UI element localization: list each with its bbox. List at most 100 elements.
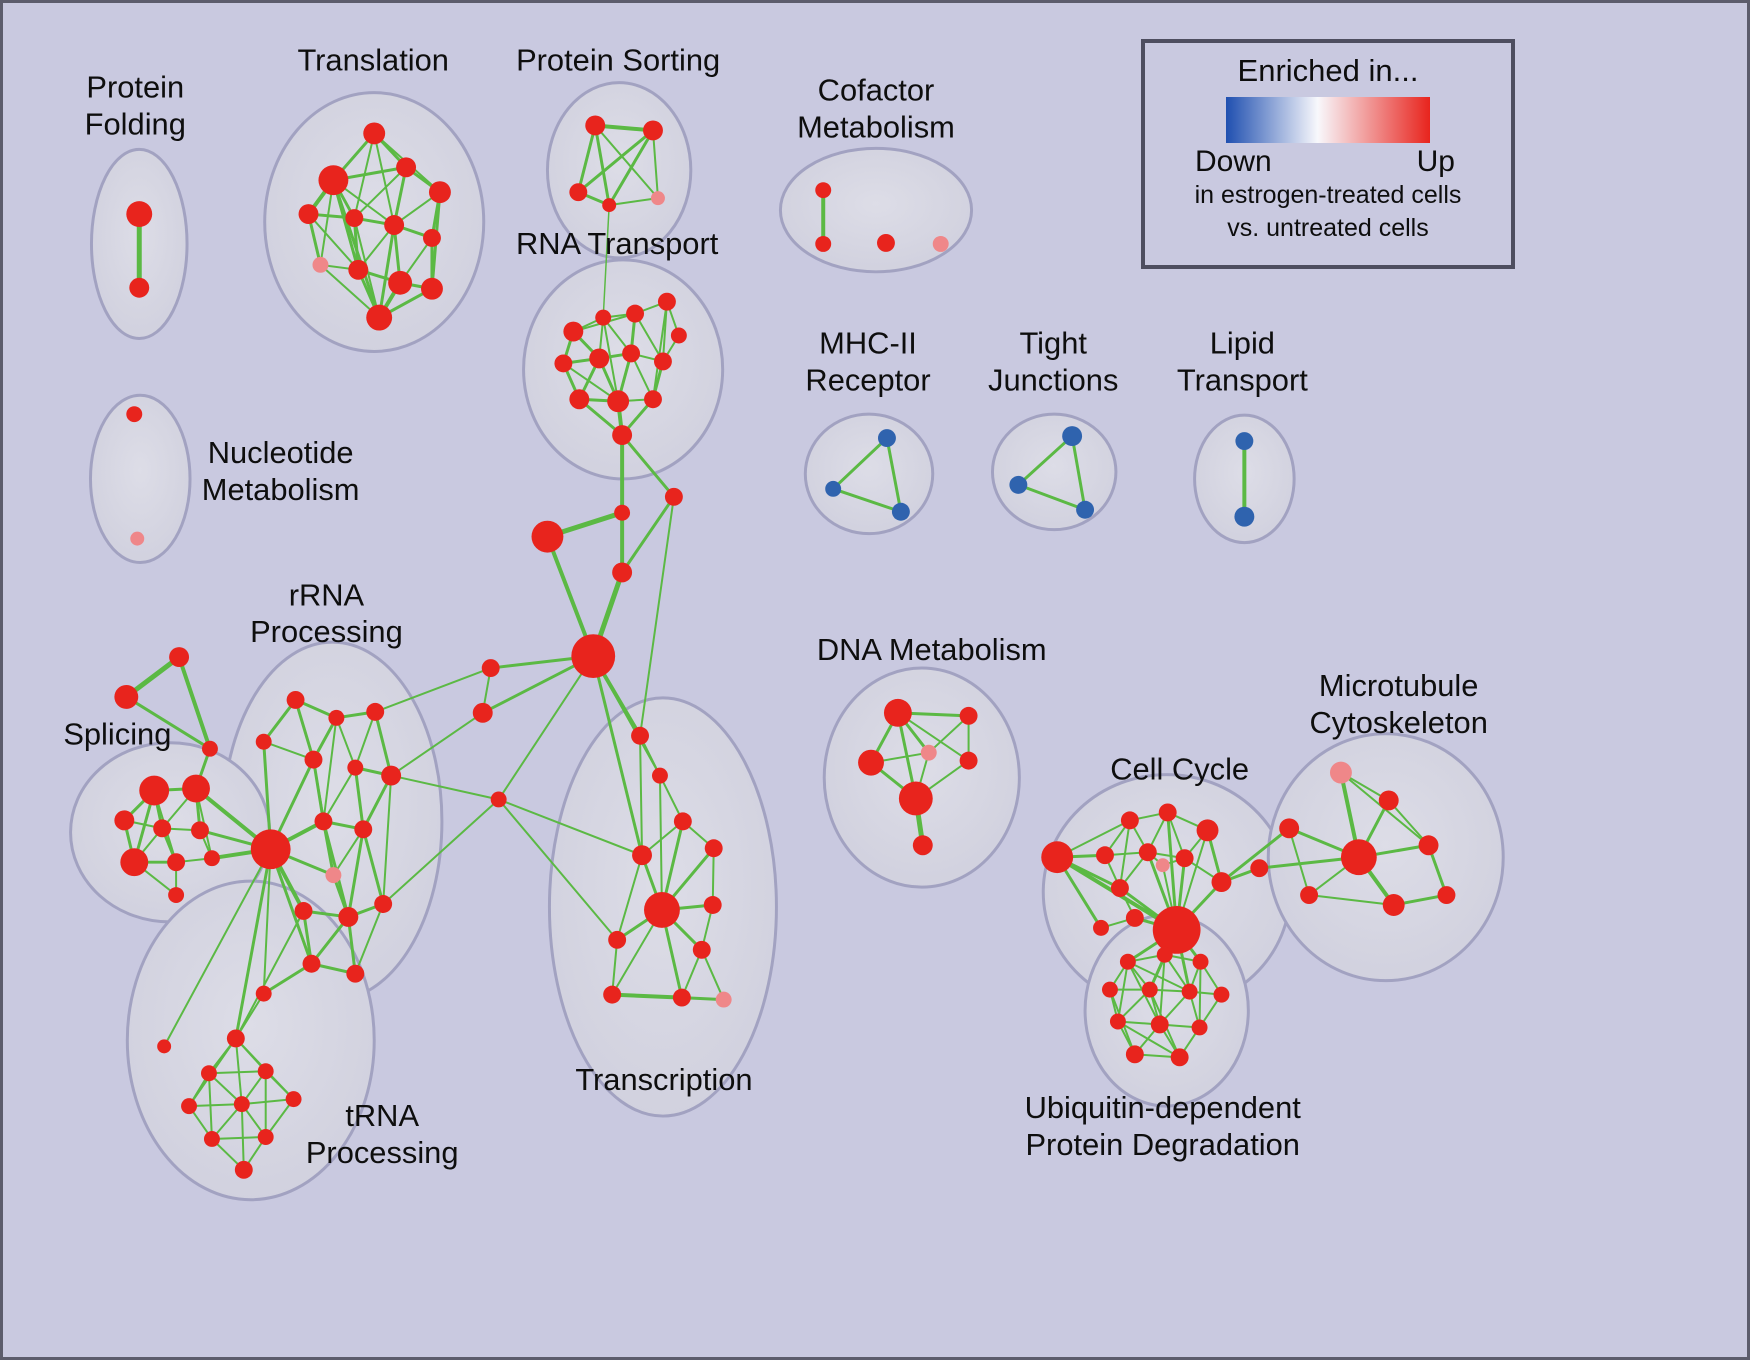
- node-sp9[interactable]: [168, 887, 185, 904]
- node-ps1[interactable]: [585, 115, 606, 136]
- node-tp5[interactable]: [233, 1096, 250, 1113]
- node-tx7[interactable]: [703, 896, 722, 914]
- node-rr10[interactable]: [354, 820, 373, 839]
- node-cc9[interactable]: [1110, 879, 1129, 898]
- node-dm4[interactable]: [920, 744, 937, 761]
- node-cf1[interactable]: [815, 182, 832, 199]
- node-ta3[interactable]: [201, 740, 218, 757]
- node-tp8[interactable]: [257, 1129, 274, 1145]
- node-sp7[interactable]: [167, 853, 186, 872]
- node-tj2[interactable]: [1009, 475, 1028, 494]
- node-tr6[interactable]: [345, 209, 364, 228]
- node-tx1[interactable]: [631, 726, 650, 745]
- node-cc1[interactable]: [1041, 841, 1074, 874]
- node-nm1[interactable]: [126, 406, 143, 423]
- node-tx8[interactable]: [608, 930, 627, 949]
- node-mt1[interactable]: [1329, 761, 1352, 784]
- node-cc10[interactable]: [1211, 872, 1232, 893]
- node-ub2[interactable]: [1156, 946, 1173, 963]
- node-cc12[interactable]: [1152, 905, 1201, 954]
- node-mt2[interactable]: [1378, 790, 1399, 811]
- node-tr10[interactable]: [348, 259, 369, 280]
- node-cf2[interactable]: [815, 235, 832, 252]
- node-rr11[interactable]: [325, 867, 342, 884]
- node-rr12[interactable]: [294, 902, 313, 920]
- node-tj1[interactable]: [1062, 426, 1083, 447]
- node-m3[interactable]: [531, 520, 564, 553]
- node-lp1[interactable]: [1235, 432, 1254, 451]
- node-cc4[interactable]: [1196, 819, 1219, 842]
- node-rt5[interactable]: [670, 327, 687, 344]
- node-rr2[interactable]: [328, 709, 345, 726]
- node-dm7[interactable]: [912, 835, 933, 856]
- node-tr11[interactable]: [388, 270, 413, 295]
- node-tx9[interactable]: [692, 940, 711, 959]
- node-tp9[interactable]: [234, 1160, 253, 1179]
- node-rr1[interactable]: [286, 690, 305, 709]
- node-cc13[interactable]: [1125, 908, 1144, 927]
- node-m2[interactable]: [614, 504, 631, 521]
- node-m7[interactable]: [490, 791, 507, 808]
- node-rr13[interactable]: [338, 906, 359, 927]
- node-ub10[interactable]: [1191, 1019, 1208, 1036]
- node-dm5[interactable]: [959, 751, 978, 770]
- node-tr5[interactable]: [298, 204, 319, 225]
- node-rt13[interactable]: [612, 425, 633, 446]
- node-tr9[interactable]: [312, 256, 329, 273]
- node-mt6[interactable]: [1300, 886, 1319, 905]
- node-dm6[interactable]: [898, 781, 933, 816]
- node-rr8[interactable]: [250, 829, 291, 870]
- node-tx3[interactable]: [673, 812, 692, 831]
- node-ps5[interactable]: [650, 191, 665, 206]
- node-tx12[interactable]: [715, 991, 732, 1008]
- node-ub3[interactable]: [1192, 953, 1209, 970]
- node-cc3[interactable]: [1158, 803, 1177, 822]
- node-ub7[interactable]: [1213, 986, 1230, 1003]
- node-tp4[interactable]: [181, 1098, 198, 1115]
- node-sp2[interactable]: [182, 774, 210, 803]
- node-tr4[interactable]: [428, 181, 451, 204]
- node-mt5[interactable]: [1418, 835, 1439, 856]
- node-rr3[interactable]: [366, 702, 385, 721]
- node-tx5[interactable]: [704, 839, 723, 858]
- node-cc14[interactable]: [1093, 919, 1109, 936]
- node-tp6[interactable]: [285, 1091, 302, 1108]
- node-tx6[interactable]: [644, 892, 680, 928]
- node-tp2[interactable]: [200, 1065, 217, 1082]
- node-rr17[interactable]: [255, 985, 272, 1002]
- node-nm2[interactable]: [130, 531, 145, 546]
- node-cc11[interactable]: [1250, 859, 1269, 878]
- node-dm3[interactable]: [858, 749, 884, 776]
- node-rt8[interactable]: [622, 344, 641, 363]
- node-tx11[interactable]: [672, 988, 691, 1007]
- node-ub5[interactable]: [1141, 981, 1158, 998]
- node-tr12[interactable]: [421, 277, 443, 300]
- node-ta1[interactable]: [169, 647, 190, 668]
- node-sp4[interactable]: [153, 819, 172, 838]
- node-dm2[interactable]: [959, 706, 978, 725]
- node-tpL[interactable]: [157, 1039, 172, 1054]
- node-sp5[interactable]: [191, 821, 209, 840]
- node-tr8[interactable]: [423, 228, 441, 247]
- node-rt1[interactable]: [563, 321, 584, 342]
- node-mh1[interactable]: [877, 429, 896, 448]
- node-cf4[interactable]: [932, 235, 949, 252]
- node-pf2[interactable]: [129, 277, 150, 298]
- node-rt9[interactable]: [653, 352, 672, 371]
- node-tr2[interactable]: [318, 165, 349, 196]
- node-ub6[interactable]: [1181, 983, 1198, 1000]
- node-rt2[interactable]: [595, 309, 612, 326]
- node-dm1[interactable]: [883, 698, 912, 727]
- node-rr15[interactable]: [302, 954, 321, 973]
- node-rt6[interactable]: [554, 354, 573, 373]
- node-ta2[interactable]: [114, 684, 139, 709]
- node-mt3[interactable]: [1279, 818, 1300, 839]
- node-ub1[interactable]: [1119, 953, 1136, 970]
- node-rt10[interactable]: [569, 389, 590, 410]
- node-tx4[interactable]: [632, 845, 652, 866]
- node-rt7[interactable]: [589, 348, 610, 369]
- node-rr4[interactable]: [255, 733, 272, 750]
- node-m6[interactable]: [472, 702, 493, 723]
- node-tr3[interactable]: [396, 157, 417, 178]
- node-cc5[interactable]: [1096, 846, 1114, 865]
